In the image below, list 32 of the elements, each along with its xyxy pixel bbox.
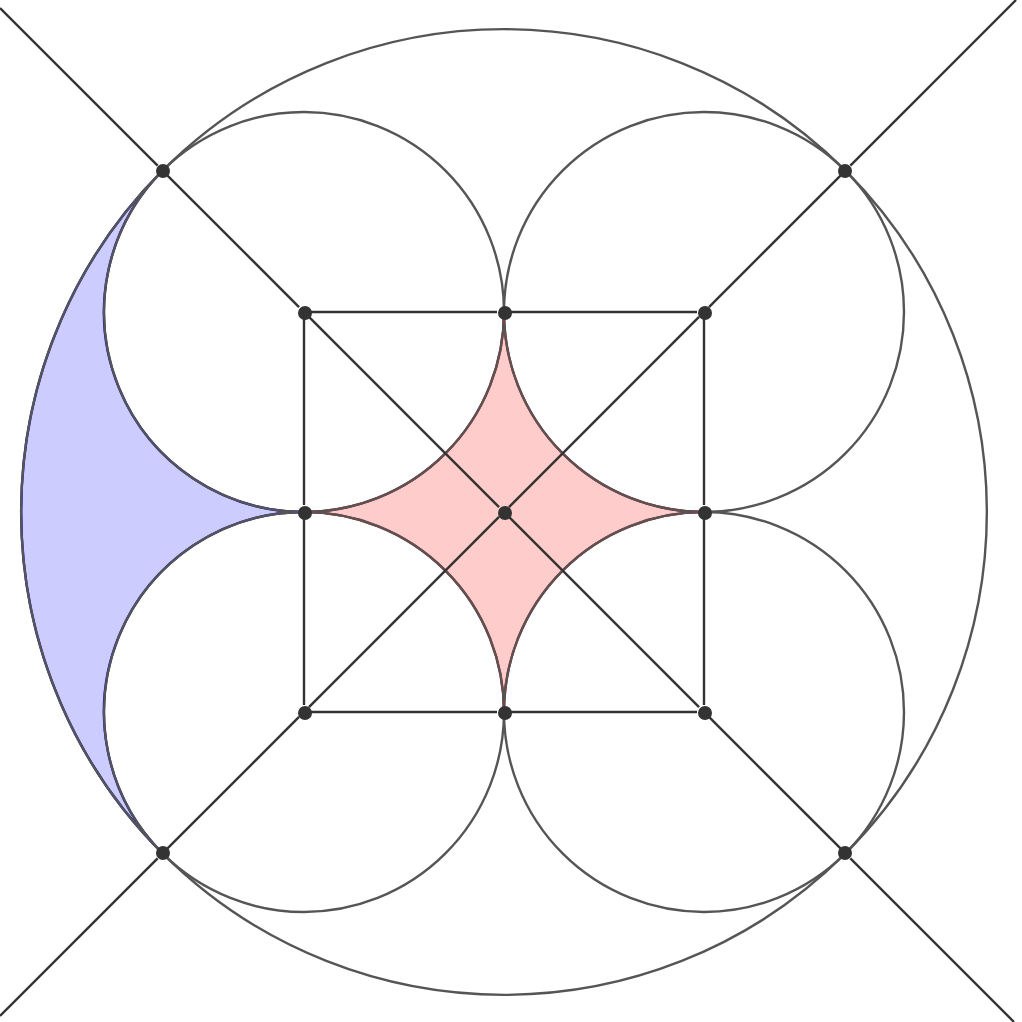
line-segment (849, 0, 1017, 167)
point-dot (297, 705, 311, 719)
line-segment (311, 710, 497, 714)
line-segment (708, 174, 842, 308)
line-segment (166, 716, 300, 850)
line-segment (849, 857, 1015, 1022)
point-dot (155, 846, 170, 861)
line-segment (708, 716, 842, 850)
line-segment (0, 857, 159, 1017)
line-segment (508, 316, 700, 508)
line-segment (511, 710, 697, 714)
point-dot (697, 505, 711, 519)
point-dot (297, 505, 311, 519)
line-segment (311, 310, 497, 314)
point-dot (297, 305, 311, 319)
line-segment (0, 7, 159, 167)
line-segment (308, 316, 500, 508)
line-segment (302, 519, 306, 705)
line-segment (702, 319, 706, 505)
line-segment (702, 519, 706, 705)
line-segment (166, 174, 300, 308)
line-segment (511, 310, 697, 314)
point-dot (697, 305, 711, 319)
line-segment (308, 516, 500, 708)
point-dot (155, 163, 170, 178)
point-dot (697, 705, 711, 719)
point-dot (497, 705, 511, 719)
point-dot (838, 846, 853, 861)
line-segment (508, 516, 700, 708)
point-dot (497, 305, 511, 319)
line-segment (302, 319, 306, 505)
point-dot (838, 163, 853, 178)
